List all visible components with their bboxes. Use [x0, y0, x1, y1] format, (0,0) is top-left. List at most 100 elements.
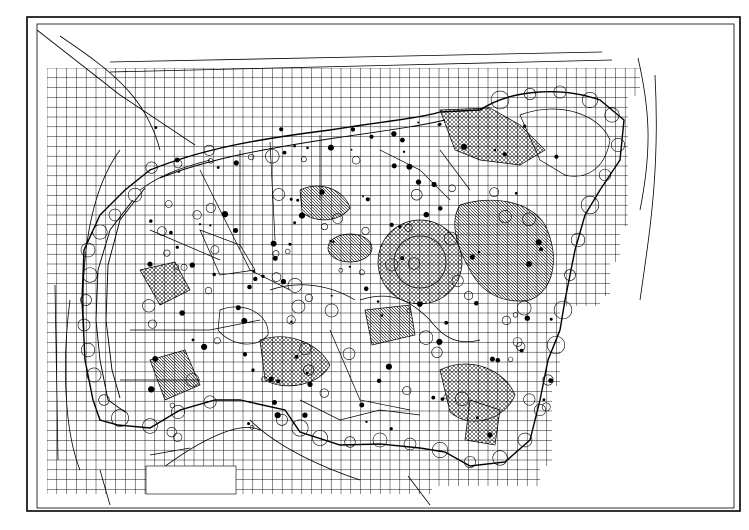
shrub-symbol	[169, 230, 173, 235]
shrub-symbol	[402, 150, 406, 153]
tree-symbol	[443, 394, 449, 400]
tree-symbol	[164, 200, 173, 208]
shrub-symbol	[417, 121, 420, 124]
tree-symbol	[553, 300, 573, 320]
shrub-symbol	[487, 432, 493, 438]
shrub-symbol	[289, 197, 293, 201]
shrub-symbol	[306, 146, 309, 150]
tree-symbol	[358, 269, 365, 276]
tree-symbol	[564, 269, 576, 281]
shrub-symbol	[247, 422, 251, 426]
shrub-symbol	[330, 294, 333, 297]
tree-symbol	[418, 330, 434, 345]
shrub-symbol	[233, 228, 239, 233]
tree-symbol	[142, 418, 158, 434]
shrub-symbol	[177, 170, 181, 173]
tree-symbol	[407, 257, 421, 270]
tree-symbol	[454, 391, 470, 407]
tree-symbol	[512, 337, 523, 347]
sheet-border-inner	[36, 23, 735, 509]
tree-symbol	[404, 223, 413, 232]
shrub-symbol	[549, 317, 553, 321]
tree-symbol	[342, 347, 356, 360]
shrub-symbol	[307, 381, 313, 387]
tree-symbol	[300, 156, 307, 163]
tree-symbol	[203, 395, 217, 409]
tree-symbol	[185, 373, 200, 387]
shrub-symbol	[302, 412, 308, 418]
shrub-symbol	[305, 371, 309, 375]
tree-symbol	[192, 210, 202, 220]
tree-symbol	[320, 223, 328, 231]
shrub-symbol	[444, 320, 449, 325]
shrub-symbol	[280, 278, 287, 285]
shrub-symbol	[276, 379, 281, 384]
tree-symbol	[582, 92, 598, 108]
tree-symbol	[80, 294, 92, 306]
shrub-symbol	[406, 163, 413, 170]
title-block	[145, 465, 237, 495]
tree-symbol	[173, 432, 183, 442]
tree-symbol	[145, 161, 158, 174]
tree-symbol	[611, 138, 625, 152]
shrub-symbol	[209, 224, 212, 227]
tree-symbol	[272, 188, 285, 201]
tree-symbol	[492, 450, 508, 466]
shrub-symbol	[251, 368, 255, 372]
shrub-symbol	[350, 127, 356, 132]
shrub-symbol	[348, 265, 351, 268]
shrub-symbol	[272, 400, 277, 405]
shrub-symbol	[252, 270, 256, 273]
shrub-symbol	[542, 398, 546, 402]
shrub-symbol	[279, 127, 284, 132]
tree-symbol	[248, 154, 255, 161]
tree-symbol	[604, 107, 620, 123]
shrub-symbol	[400, 137, 405, 143]
tree-symbol	[512, 312, 519, 318]
shrub-symbol	[436, 338, 443, 345]
shrub-symbol	[548, 378, 554, 383]
grid-lines	[47, 68, 640, 494]
shrub-symbol	[519, 348, 524, 353]
shrub-symbol	[362, 195, 364, 198]
tree-symbol	[522, 212, 536, 226]
shrub-symbol	[522, 124, 527, 128]
sheet-border-outer	[26, 16, 741, 512]
shrub-symbol	[174, 157, 180, 163]
shrub-symbol	[242, 352, 248, 357]
shrub-symbol	[282, 150, 287, 155]
tree-symbol	[261, 376, 268, 383]
tree-symbol	[213, 337, 221, 345]
tree-symbol	[498, 210, 512, 224]
shrub-symbol	[235, 305, 241, 311]
shrub-symbol	[440, 397, 445, 401]
tree-symbol	[205, 203, 216, 213]
shrub-symbol	[294, 354, 299, 359]
shrub-symbol	[179, 310, 185, 316]
tree-symbol	[82, 267, 98, 283]
tree-symbol	[173, 264, 180, 270]
tree-symbol	[180, 263, 188, 271]
shrub-symbol	[526, 261, 532, 267]
shrub-symbol	[359, 402, 365, 408]
shrub-symbol	[191, 338, 195, 342]
tree-symbol	[448, 184, 456, 192]
shrub-symbol	[296, 198, 300, 202]
tree-symbol	[402, 386, 412, 396]
shrub-symbol	[268, 376, 274, 382]
shrub-symbol	[272, 255, 278, 261]
shrub-symbol	[495, 358, 501, 363]
shrub-symbol	[380, 314, 384, 317]
tree-symbol	[163, 249, 171, 257]
shrub-symbol	[437, 123, 441, 126]
tree-symbol	[291, 299, 306, 314]
tree-symbols	[77, 85, 625, 468]
tree-symbol	[286, 315, 296, 325]
tree-symbol	[291, 419, 309, 437]
shrub-symbol	[476, 416, 479, 420]
tree-symbol	[80, 342, 96, 358]
shrub-symbol	[417, 301, 423, 307]
tree-symbol	[312, 430, 328, 446]
tree-symbol	[249, 425, 255, 430]
shrub-symbol	[147, 261, 153, 267]
